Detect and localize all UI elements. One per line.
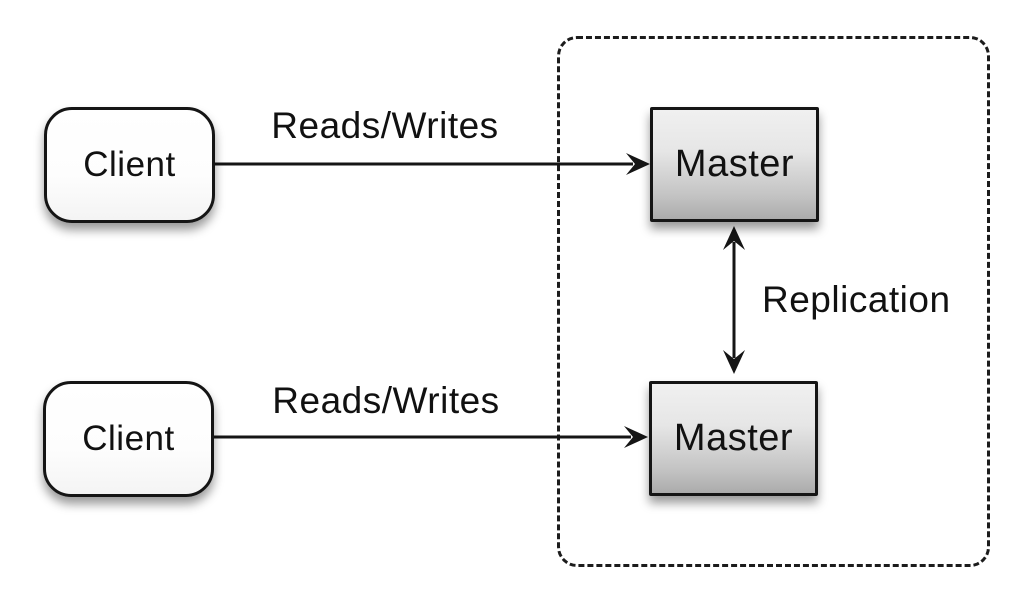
replication-arrowhead-up: [723, 226, 745, 250]
node-master-top: Master: [650, 107, 819, 222]
edge-label-reads-writes-top: Reads/Writes: [271, 105, 499, 146]
node-master-bottom-label: Master: [673, 417, 794, 459]
reads-writes-bottom-arrowhead: [624, 426, 648, 448]
replication-arrowhead-down: [723, 350, 745, 374]
node-client-bottom-label: Client: [82, 419, 175, 458]
edge-label-replication: Replication: [762, 279, 951, 320]
reads-writes-top-arrowhead: [626, 153, 650, 175]
replication-group-container: [557, 36, 990, 567]
node-client-top-label: Client: [83, 145, 176, 184]
node-master-bottom: Master: [649, 381, 818, 496]
edge-label-reads-writes-bottom: Reads/Writes: [272, 380, 500, 421]
node-master-top-label: Master: [674, 143, 795, 185]
node-client-bottom: Client: [43, 381, 214, 497]
node-client-top: Client: [44, 107, 215, 223]
